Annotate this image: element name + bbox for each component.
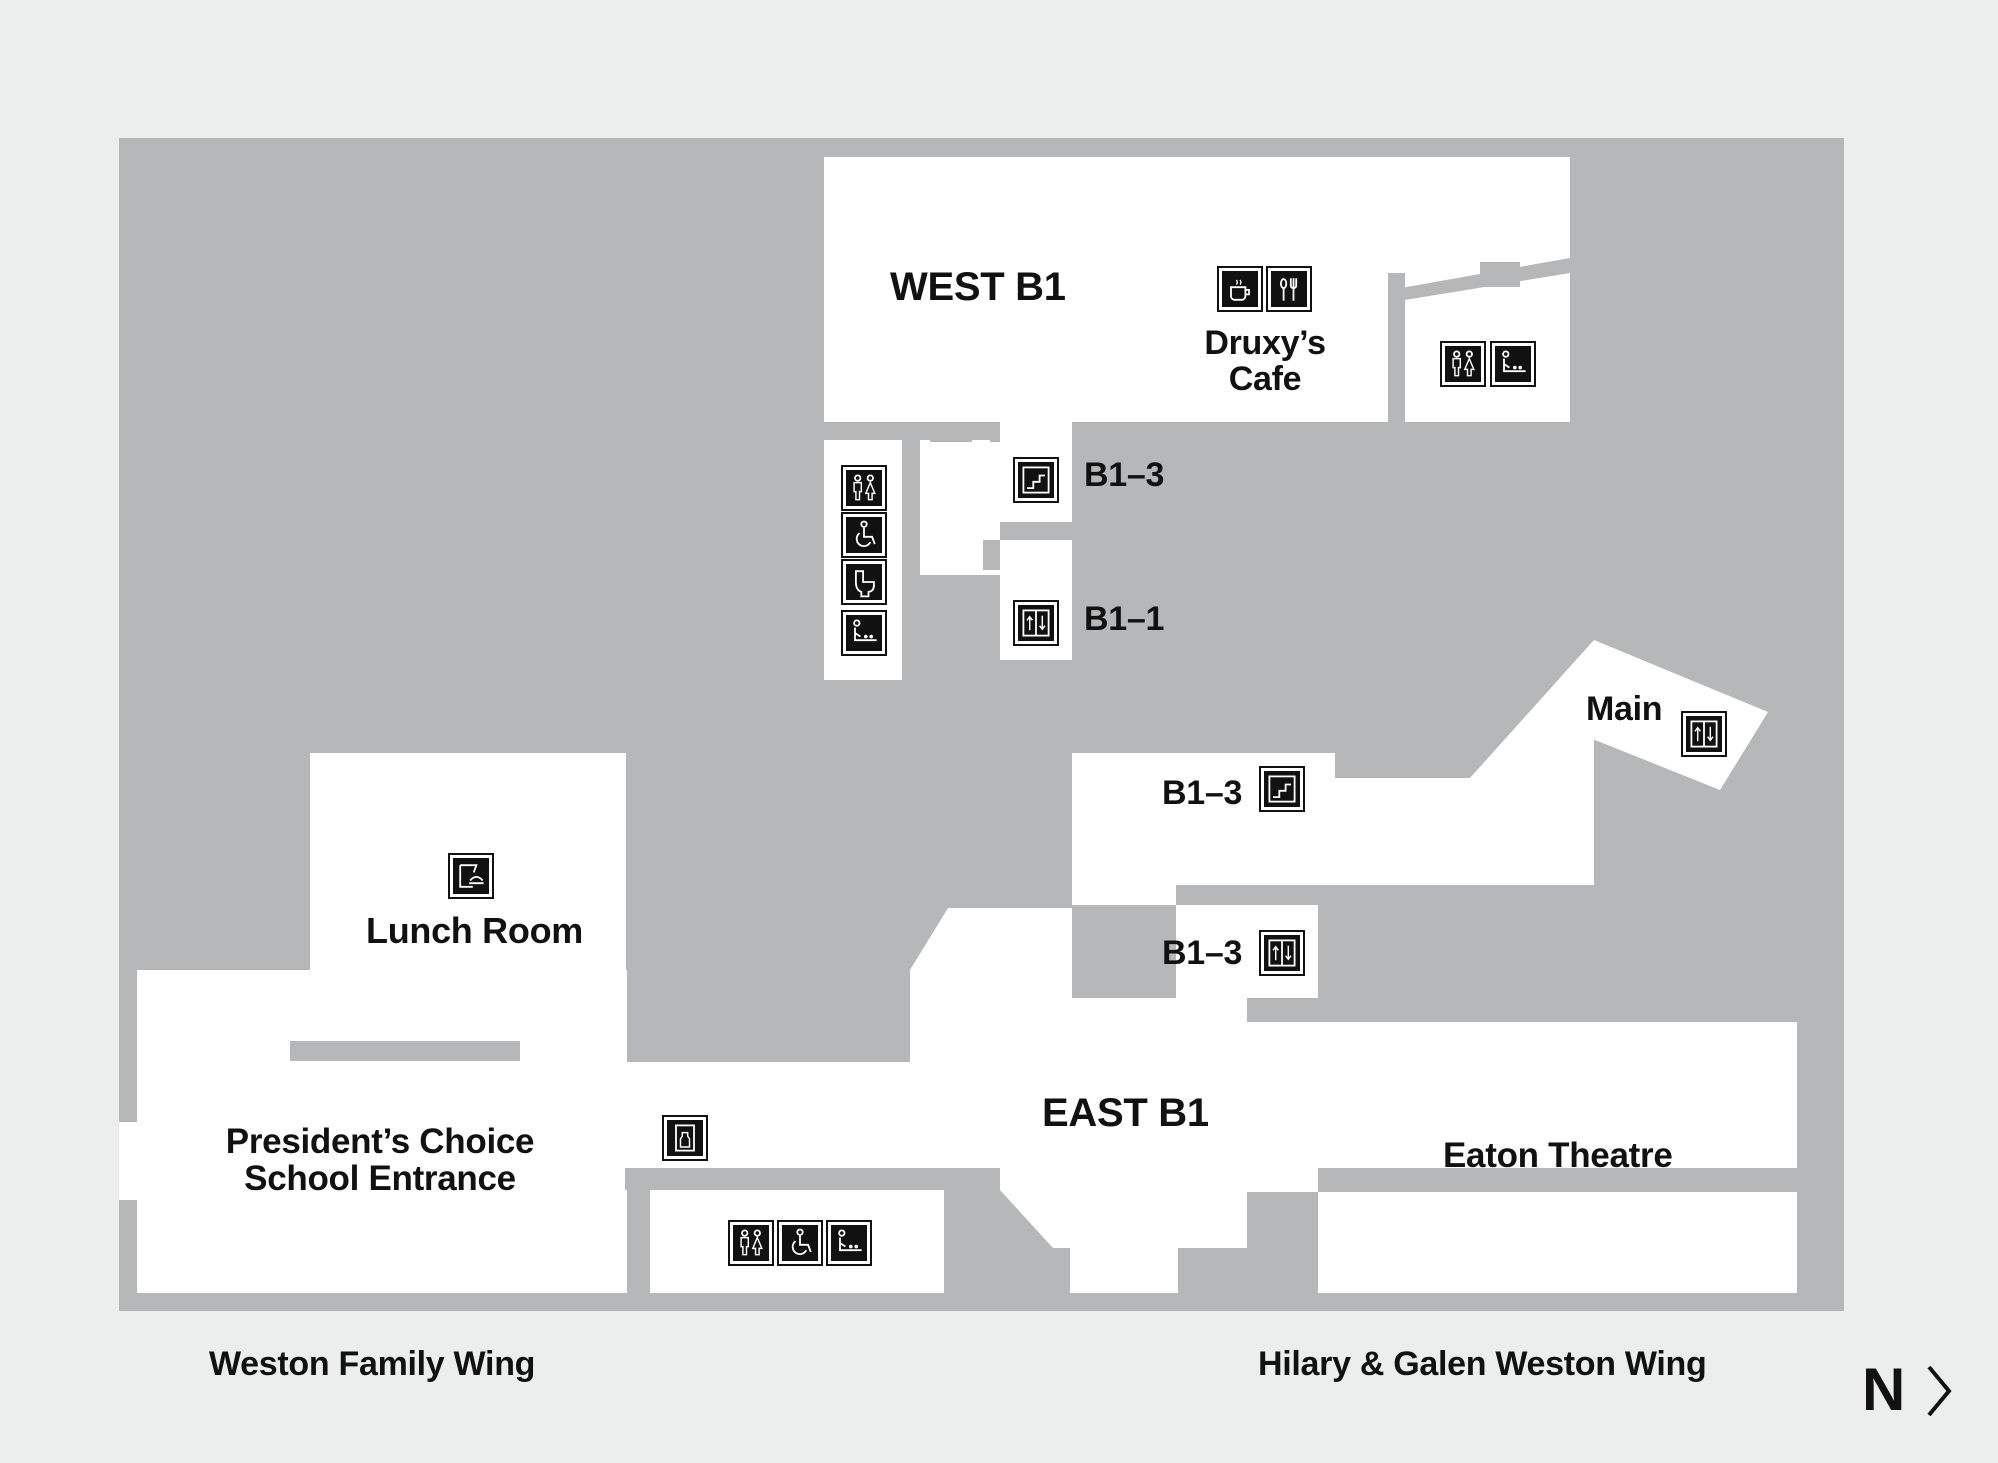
accessible-icon [841, 512, 887, 558]
elevator-icon [1013, 600, 1059, 646]
room-label-presidents-choice: President’s Choice School Entrance [205, 1122, 555, 1198]
water-bottle-fill-icon [662, 1115, 708, 1161]
east-b1-area [910, 908, 1797, 1293]
baby-change-icon [826, 1220, 872, 1266]
druxys-line-2: Cafe [1228, 359, 1302, 398]
elevator-icon [1681, 711, 1727, 757]
baby-change-icon [1490, 341, 1536, 387]
baby-change-icon [841, 610, 887, 656]
room-label-eaton-theatre: Eaton Theatre [1443, 1136, 1673, 1175]
washroom-icon [728, 1220, 774, 1266]
druxys-line-1: Druxy’s [1204, 324, 1326, 362]
east-corridor-upper [1072, 640, 1768, 905]
lunch-room-icon [448, 853, 494, 899]
stairs-icon [1013, 457, 1059, 503]
washroom-icon [1440, 341, 1486, 387]
presidents-choice-area [137, 970, 627, 1293]
presidents-choice-entrance [119, 1122, 149, 1200]
wing-label-left: Weston Family Wing [209, 1345, 536, 1383]
room-label-east-b1: EAST B1 [1042, 1091, 1209, 1135]
presidents-line-2: School Entrance [244, 1158, 516, 1198]
label-east-stairs: B1–3 [1162, 774, 1243, 812]
label-east-elevator: B1–3 [1162, 934, 1243, 972]
presidents-line-1: President’s Choice [225, 1122, 535, 1161]
room-label-lunch-room: Lunch Room [366, 910, 583, 951]
coffee-icon [1217, 266, 1263, 312]
toilet-icon [841, 559, 887, 605]
label-main-elevator: Main [1586, 690, 1663, 728]
restaurant-icon [1266, 266, 1312, 312]
label-west-elevator: B1–1 [1084, 600, 1165, 638]
washroom-icon [841, 465, 887, 511]
label-west-stairs: B1–3 [1084, 456, 1165, 494]
north-label: N [1862, 1356, 1906, 1423]
stairs-icon [1259, 766, 1305, 812]
north-arrow-icon [1927, 1365, 1952, 1417]
room-label-west-b1: WEST B1 [890, 265, 1066, 309]
room-label-druxys-cafe: Druxy’s Cafe [1200, 324, 1330, 398]
elevator-icon [1259, 930, 1305, 976]
wing-label-right: Hilary & Galen Weston Wing [1258, 1345, 1707, 1383]
accessible-icon [777, 1220, 823, 1266]
